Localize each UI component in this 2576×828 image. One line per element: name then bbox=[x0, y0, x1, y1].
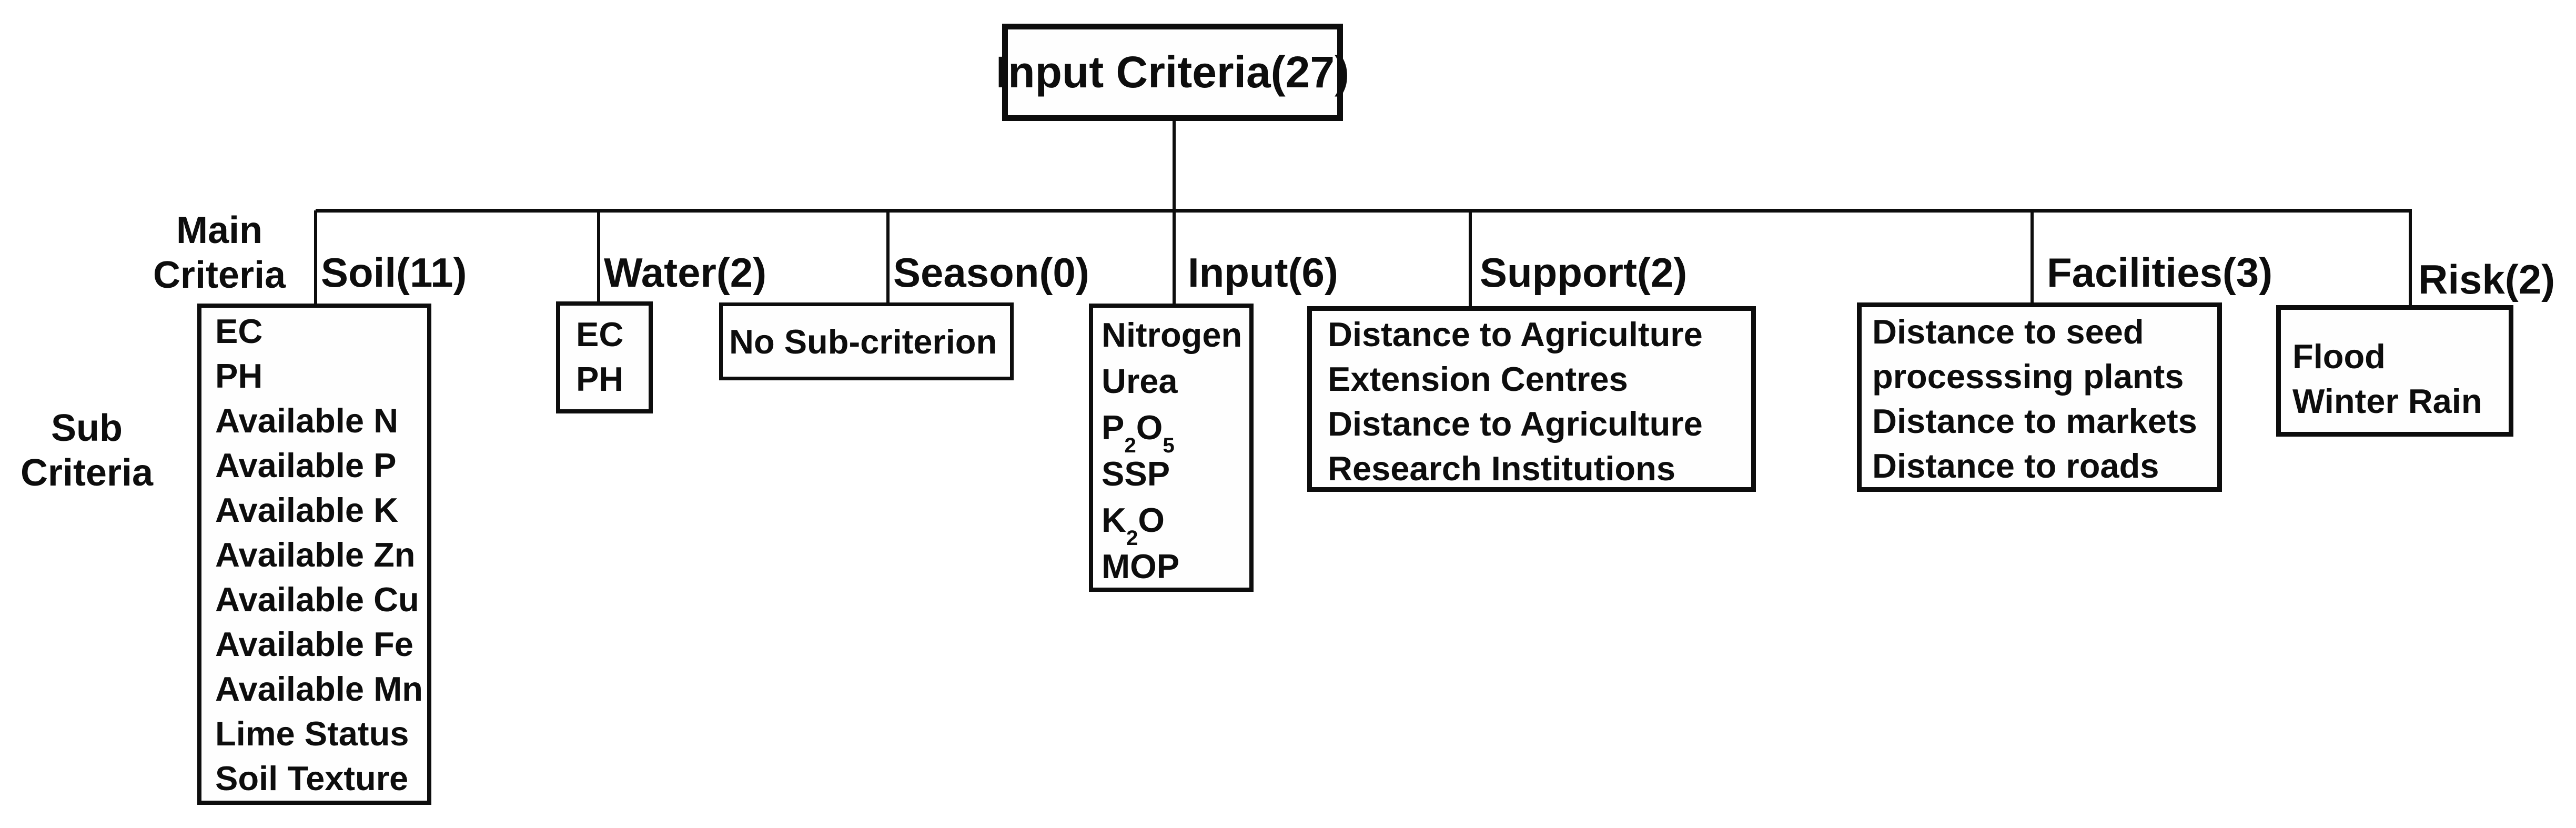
main-criterion-label-season: Season(0) bbox=[893, 249, 1089, 296]
trunk-connector-line bbox=[316, 209, 2412, 213]
sub-criteria-box-soil: EC PH Available N Available P Available K Ava… bbox=[197, 304, 431, 805]
list-item: Distance to markets bbox=[1872, 402, 2197, 440]
list-item: Sub bbox=[51, 407, 123, 449]
root-connector-line bbox=[1173, 120, 1176, 210]
list-item: Lime Status bbox=[215, 714, 409, 753]
list-item: Distance to seed bbox=[1872, 312, 2144, 351]
sub-criteria-box-water: EC PH bbox=[556, 301, 653, 413]
list-item: Flood bbox=[2292, 337, 2386, 376]
root-node-input-criteria: Input Criteria(27) bbox=[996, 24, 1349, 121]
main-criterion-label-risk: Risk(2) bbox=[2418, 256, 2555, 302]
list-item: PH bbox=[576, 360, 624, 398]
main-criterion-label-facilities: Facilities(3) bbox=[2047, 249, 2273, 296]
water-connector-line bbox=[597, 210, 600, 303]
list-item: Available Zn bbox=[215, 536, 416, 574]
list-item: Available Mn bbox=[215, 670, 423, 708]
main-criterion-label-support: Support(2) bbox=[1480, 249, 1688, 296]
facilities-connector-line bbox=[2031, 210, 2034, 304]
list-item: SSP bbox=[1102, 455, 1170, 493]
season-connector-line bbox=[886, 210, 890, 304]
list-item: Criteria bbox=[153, 254, 286, 296]
main-criterion-label-water: Water(2) bbox=[604, 249, 767, 296]
list-item: Available Fe bbox=[215, 625, 413, 663]
list-item: Nitrogen bbox=[1102, 316, 1242, 354]
risk-connector-line bbox=[2409, 210, 2412, 307]
list-item: EC bbox=[215, 312, 263, 350]
root-node-label: Input Criteria(27) bbox=[995, 47, 1350, 97]
list-item: Winter Rain bbox=[2292, 382, 2482, 420]
list-item: Distance to Agriculture bbox=[1328, 315, 1703, 354]
list-item: Available P bbox=[215, 446, 397, 484]
main-criterion-label-soil: Soil(11) bbox=[321, 249, 467, 296]
list-item: EC bbox=[576, 315, 624, 354]
list-item: processsing plants bbox=[1872, 357, 2184, 396]
list-item: Criteria bbox=[20, 452, 154, 494]
list-item: MOP bbox=[1102, 547, 1180, 585]
list-item: P2O5 bbox=[1102, 408, 1175, 458]
list-item: Available K bbox=[215, 491, 399, 529]
list-item: Distance to Agriculture bbox=[1328, 405, 1703, 443]
list-item: Research Institutions bbox=[1328, 449, 1675, 488]
list-item: Available Cu bbox=[215, 580, 419, 619]
list-item: K2O bbox=[1102, 501, 1165, 550]
list-item: Extension Centres bbox=[1328, 360, 1628, 398]
list-item: Distance to roads bbox=[1872, 447, 2159, 485]
list-item: PH bbox=[215, 357, 263, 395]
soil-connector-line bbox=[314, 210, 317, 305]
list-item: Urea bbox=[1102, 362, 1178, 400]
main-criterion-label-input: Input(6) bbox=[1188, 249, 1338, 296]
list-item: Soil Texture bbox=[215, 759, 409, 797]
list-item: Available N bbox=[215, 401, 399, 440]
sub-criteria-box-season: No Sub-criterion bbox=[719, 302, 1014, 380]
input-connector-line bbox=[1173, 210, 1176, 305]
list-item: No Sub-criterion bbox=[729, 322, 997, 361]
support-connector-line bbox=[1469, 210, 1472, 308]
list-item: Main bbox=[176, 209, 262, 251]
